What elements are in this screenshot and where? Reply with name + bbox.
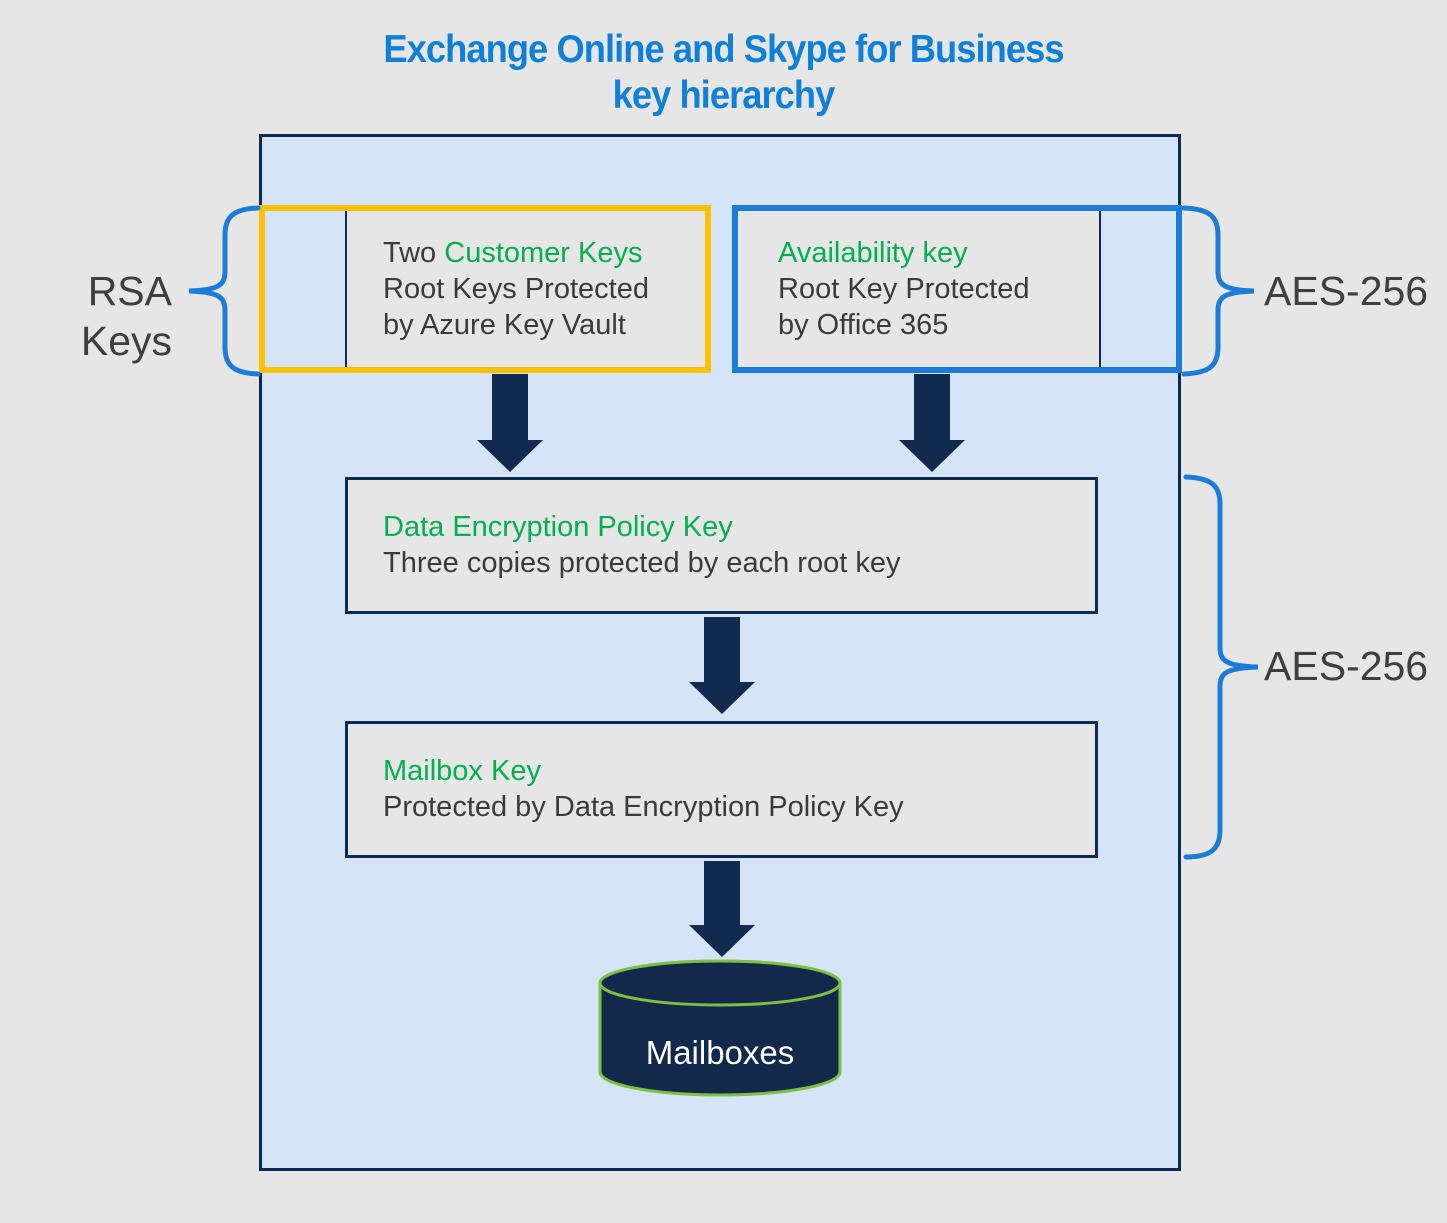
availability-key-box: Availability key Root Key Protected by O… <box>738 211 1101 367</box>
customer-keys-line2: Root Keys Protected <box>383 273 649 305</box>
arrow-down-customer-icon <box>477 374 543 472</box>
aes-256-bottom-label: AES-256 <box>1264 643 1429 689</box>
data-encryption-policy-key-box: Data Encryption Policy Key Three copies … <box>345 477 1098 614</box>
arrow-down-mailboxkey-icon <box>689 861 755 957</box>
mailboxes-cylinder-icon <box>598 959 842 1097</box>
rsa-keys-label: RSA Keys <box>80 268 172 364</box>
availability-key-line3: by Office 365 <box>778 309 949 341</box>
right-curly-bracket-bottom-icon <box>1183 474 1259 860</box>
customer-keys-frame <box>259 205 711 373</box>
arrow-down-availability-icon <box>899 374 965 472</box>
mailboxes-label: Mailboxes <box>645 1034 795 1071</box>
arrow-down-dep-icon <box>689 617 755 714</box>
customer-keys-heading: Two Customer Keys <box>383 235 705 271</box>
dep-key-heading: Data Encryption Policy Key <box>383 511 733 543</box>
customer-keys-box: Two Customer Keys Root Keys Protected by… <box>345 211 705 367</box>
availability-key-heading: Availability key <box>778 237 968 269</box>
left-curly-bracket-icon <box>188 205 261 377</box>
mailbox-key-heading: Mailbox Key <box>383 755 541 787</box>
diagram-title: Exchange Online and Skype for Business k… <box>0 27 1447 119</box>
diagram-title-line1: Exchange Online and Skype for Business <box>383 28 1064 71</box>
availability-key-line2: Root Key Protected <box>778 273 1030 305</box>
aes-256-top-label: AES-256 <box>1264 268 1429 314</box>
availability-key-frame <box>732 205 1182 373</box>
customer-keys-line3: by Azure Key Vault <box>383 309 626 341</box>
customer-keys-heading-prefix: Two <box>383 237 445 269</box>
mailbox-key-line2: Protected by Data Encryption Policy Key <box>383 791 904 823</box>
customer-keys-heading-text: Customer Keys <box>444 237 643 269</box>
mailbox-key-box: Mailbox Key Protected by Data Encryption… <box>345 721 1098 858</box>
dep-key-line2: Three copies protected by each root key <box>383 547 901 579</box>
right-curly-bracket-top-icon <box>1181 205 1255 377</box>
diagram-title-line2: key hierarchy <box>612 74 836 117</box>
